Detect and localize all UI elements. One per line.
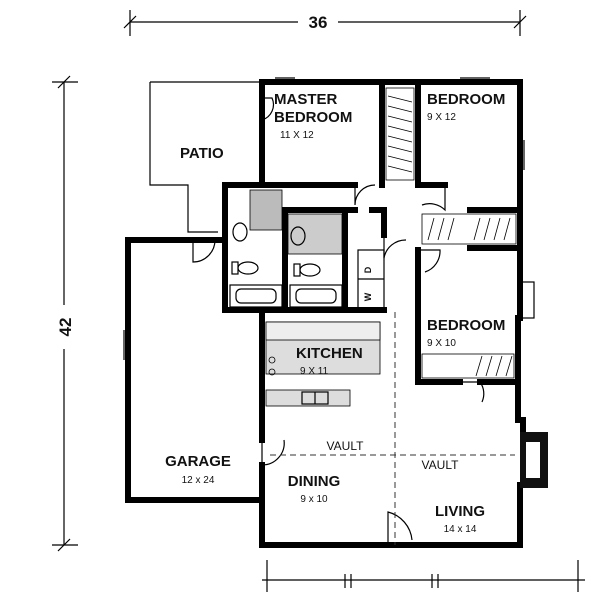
patio-label: PATIO bbox=[180, 145, 224, 162]
garage-label: GARAGE 12 x 24 bbox=[165, 453, 231, 486]
master-bedroom-size: 11 X 12 bbox=[280, 130, 314, 141]
vault-label-living: VAULT bbox=[422, 458, 460, 472]
living-label: LIVING 14 x 14 bbox=[435, 503, 485, 535]
patio-name: PATIO bbox=[180, 145, 224, 162]
vault-lines bbox=[270, 312, 515, 545]
dining-name: DINING bbox=[288, 473, 341, 490]
dryer-label: D bbox=[363, 266, 373, 273]
master-bedroom-name-line2: BEDROOM bbox=[274, 109, 352, 126]
bath-fixtures bbox=[229, 189, 343, 308]
exterior-bump bbox=[519, 281, 535, 319]
kitchen-size: 9 X 11 bbox=[300, 366, 329, 377]
bedroom-mid-name: BEDROOM bbox=[427, 317, 505, 334]
dining-size: 9 x 10 bbox=[300, 494, 328, 505]
interior-walls bbox=[259, 79, 523, 443]
doors bbox=[192, 97, 485, 545]
kitchen-name: KITCHEN bbox=[296, 345, 363, 362]
bedroom-top-size: 9 X 12 bbox=[427, 112, 456, 123]
washer-label: W bbox=[363, 292, 373, 301]
width-dimension: 36 bbox=[123, 10, 527, 36]
vault-label-dining: VAULT bbox=[327, 439, 365, 453]
bedroom-top-name: BEDROOM bbox=[427, 91, 505, 108]
windows bbox=[123, 77, 525, 360]
bottom-dimension-ticks bbox=[262, 560, 585, 592]
kitchen-counters bbox=[265, 321, 381, 407]
width-dimension-label: 36 bbox=[309, 13, 328, 32]
bedroom-mid-size: 9 X 10 bbox=[427, 338, 456, 349]
garage-size: 12 x 24 bbox=[182, 475, 215, 486]
master-bedroom-label: MASTER BEDROOM 11 X 12 bbox=[274, 91, 352, 141]
patio-outline bbox=[149, 81, 262, 233]
garage-name: GARAGE bbox=[165, 453, 231, 470]
living-name: LIVING bbox=[435, 503, 485, 520]
living-size: 14 x 14 bbox=[444, 524, 477, 535]
depth-dimension: 42 bbox=[52, 75, 78, 552]
depth-dimension-label: 42 bbox=[56, 318, 75, 337]
kitchen-label: KITCHEN 9 X 11 bbox=[296, 345, 363, 377]
bedroom-mid-label: BEDROOM 9 X 10 bbox=[427, 317, 505, 349]
master-bedroom-name-line1: MASTER bbox=[274, 91, 338, 108]
fireplace bbox=[520, 432, 548, 488]
dining-label: DINING 9 x 10 bbox=[288, 473, 341, 505]
closet-hatching bbox=[385, 87, 517, 379]
bedroom-top-label: BEDROOM 9 X 12 bbox=[427, 91, 505, 123]
